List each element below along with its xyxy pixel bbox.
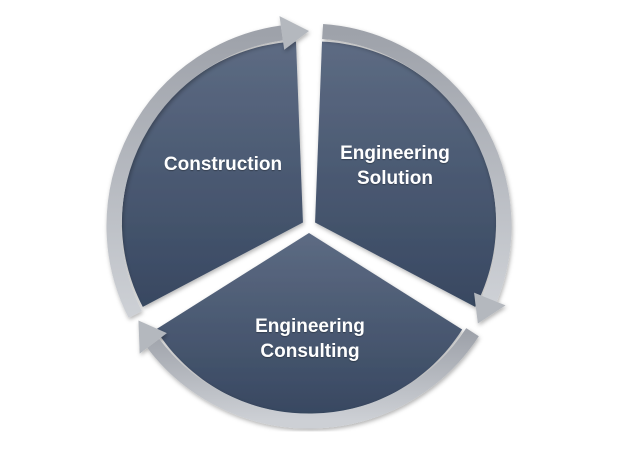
label-line: Solution <box>357 168 433 189</box>
cycle-arrow-engineering-solution <box>322 23 512 324</box>
segment-engineering-solution <box>315 41 497 307</box>
arrowhead-icon <box>138 320 167 354</box>
segment-label-engineering-solution: Engineering Solution <box>305 141 485 191</box>
label-line: Consulting <box>260 341 360 362</box>
segment-label-construction: Construction <box>133 152 313 177</box>
segment-construction <box>121 41 303 307</box>
cycle-arrow-construction <box>106 16 309 318</box>
cycle-arrow-engineering-consulting <box>138 320 479 429</box>
segment-label-engineering-consulting: Engineering Consulting <box>220 314 400 364</box>
segment-engineering-consulting <box>155 233 463 414</box>
label-line: Engineering <box>255 316 365 337</box>
label-line: Engineering <box>340 143 450 164</box>
arrowhead-icon <box>474 292 506 324</box>
arrowhead-icon <box>279 16 309 50</box>
label-line: Construction <box>163 154 283 175</box>
